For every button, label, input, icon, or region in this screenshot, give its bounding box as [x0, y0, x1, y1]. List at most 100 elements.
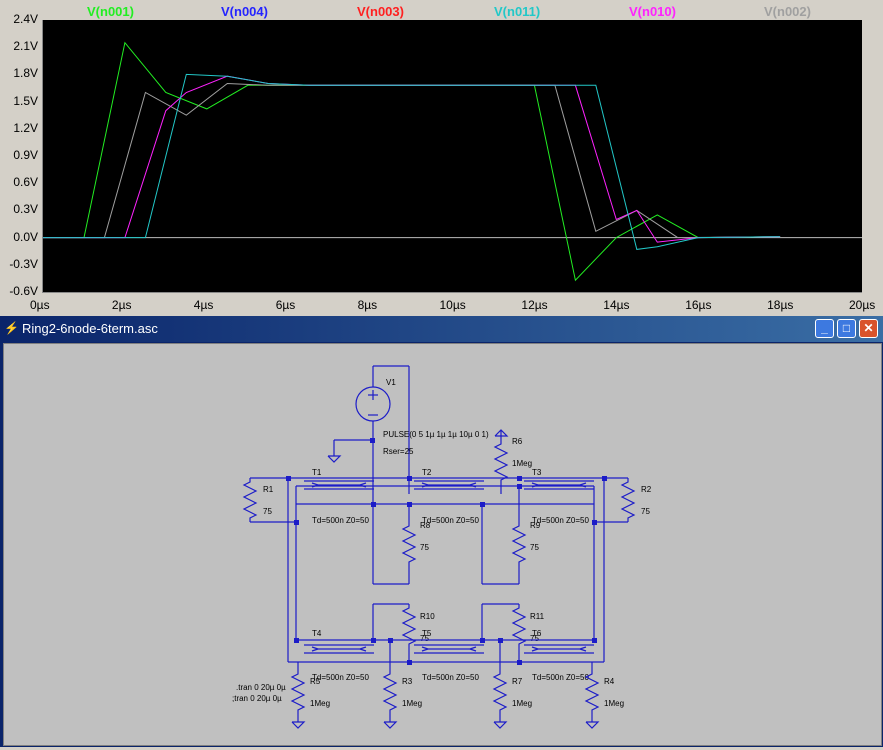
r8-label: R8	[420, 521, 431, 530]
schematic-app-icon: ⚡	[4, 321, 19, 335]
series-line-vn002	[43, 82, 781, 239]
trace-label-n010[interactable]: V(n010)	[629, 4, 676, 19]
y-tick-label: 0.9V	[13, 148, 38, 162]
rser-spec[interactable]: Rser=25	[383, 447, 414, 456]
tline-t4[interactable]	[303, 644, 375, 654]
resistor-r2[interactable]	[621, 477, 635, 523]
trace-label-n003[interactable]: V(n003)	[357, 4, 404, 19]
tline-t6[interactable]	[523, 644, 595, 654]
voltage-source-v1[interactable]: V1	[355, 365, 410, 494]
y-tick-label: 1.2V	[13, 120, 38, 135]
schematic-drawing: V1 PULSE(0 5 1µ 1µ 1µ 10µ 0 1) Rser=25 R…	[232, 365, 652, 729]
ground-symbol-r3	[383, 713, 397, 729]
minimize-button[interactable]: _	[815, 319, 834, 338]
r9-value: 75	[530, 543, 539, 552]
t2-params: Td=500n Z0=50	[422, 516, 479, 525]
x-tick-label: 8µs	[357, 298, 378, 312]
resistor-r9[interactable]	[512, 521, 526, 567]
x-tick-label: 10µs	[439, 298, 466, 312]
plot-area[interactable]	[42, 20, 862, 293]
window-titlebar[interactable]: ⚡ Ring2-6node-6term.asc _ □ ✕	[0, 316, 883, 342]
ground-symbol	[327, 447, 341, 463]
resistor-r7[interactable]	[493, 669, 507, 715]
t1-label: T1	[312, 468, 322, 477]
ground-symbol-r7	[493, 713, 507, 729]
r1-value: 75	[263, 507, 272, 516]
t6-params: Td=500n Z0=50	[532, 673, 589, 682]
r2-value: 75	[641, 507, 650, 516]
resistor-r5[interactable]	[291, 669, 305, 715]
junction-dots	[286, 476, 607, 665]
tline-t5[interactable]	[413, 644, 485, 654]
r7-label: R7	[512, 677, 523, 686]
t5-params: Td=500n Z0=50	[422, 673, 479, 682]
tline-t1[interactable]	[303, 480, 375, 490]
waveform-chart	[43, 41, 862, 282]
tran-comment[interactable]: ;tran 0 20µ 0µ	[232, 694, 282, 703]
y-tick-label: 1.5V	[13, 93, 38, 108]
t3-label: T3	[532, 468, 542, 477]
r11-label: R11	[530, 612, 545, 621]
close-button[interactable]: ✕	[859, 319, 878, 338]
t5-label: T5	[422, 629, 432, 638]
x-tick-label: 14µs	[603, 298, 630, 312]
schematic-canvas[interactable]: V1 PULSE(0 5 1µ 1µ 1µ 10µ 0 1) Rser=25 R…	[3, 343, 882, 746]
r10-value: 75	[420, 634, 429, 643]
r6-label: R6	[512, 437, 523, 446]
resistor-r11[interactable]	[512, 603, 526, 649]
series-line-vn011	[43, 73, 781, 250]
r9-label: R9	[530, 521, 541, 530]
resistor-r8[interactable]	[402, 521, 416, 567]
trace-label-n002[interactable]: V(n002)	[764, 4, 811, 19]
resistor-r1[interactable]	[243, 477, 257, 523]
maximize-button[interactable]: □	[837, 319, 856, 338]
schematic-window: ⚡ Ring2-6node-6term.asc _ □ ✕	[0, 316, 883, 747]
tline-t2[interactable]	[413, 480, 485, 490]
x-tick-label: 20µs	[849, 298, 876, 312]
r1-label: R1	[263, 485, 274, 494]
x-tick-label: 4µs	[193, 298, 214, 312]
r8-value: 75	[420, 543, 429, 552]
t1-params: Td=500n Z0=50	[312, 516, 369, 525]
y-tick-label: -0.3V	[9, 256, 38, 271]
trace-label-n001[interactable]: V(n001)	[87, 4, 134, 19]
x-tick-label: 2µs	[111, 298, 132, 312]
pulse-spec[interactable]: PULSE(0 5 1µ 1µ 1µ 10µ 0 1)	[383, 430, 489, 439]
trace-label-n011[interactable]: V(n011)	[494, 4, 541, 19]
y-tick-label: 0.0V	[13, 229, 38, 244]
series-line-vn001	[43, 41, 781, 282]
trace-label-n004[interactable]: V(n004)	[221, 4, 268, 19]
tline-t3[interactable]	[523, 480, 595, 490]
x-tick-label: 0µs	[30, 298, 50, 312]
t2-label: T2	[422, 468, 432, 477]
t3-params: Td=500n Z0=50	[532, 516, 589, 525]
y-tick-label: 2.4V	[13, 12, 38, 26]
v1-label: V1	[386, 378, 396, 387]
resistor-r10[interactable]	[402, 603, 416, 649]
tran-directive[interactable]: .tran 0 20µ 0µ	[236, 683, 286, 692]
r10-label: R10	[420, 612, 435, 621]
r5-value: 1Meg	[310, 699, 330, 708]
ground-symbol-r5	[291, 713, 305, 729]
r2-label: R2	[641, 485, 652, 494]
t6-label: T6	[532, 629, 542, 638]
x-tick-label: 16µs	[685, 298, 712, 312]
y-tick-label: -0.6V	[9, 284, 38, 298]
resistor-r4[interactable]	[585, 669, 599, 715]
waveform-plot-pane[interactable]: V(n001) V(n004) V(n003) V(n011) V(n010) …	[0, 0, 883, 316]
r3-value: 1Meg	[402, 699, 422, 708]
y-tick-label: 1.8V	[13, 66, 38, 81]
r5-label: R5	[310, 677, 321, 686]
r3-label: R3	[402, 677, 413, 686]
x-tick-label: 12µs	[521, 298, 548, 312]
window-title: Ring2-6node-6term.asc	[22, 321, 158, 336]
t4-params: Td=500n Z0=50	[312, 673, 369, 682]
r4-label: R4	[604, 677, 615, 686]
y-tick-label: 2.1V	[13, 39, 38, 54]
r7-value: 1Meg	[512, 699, 532, 708]
resistor-r3[interactable]	[383, 669, 397, 715]
x-tick-label: 6µs	[275, 298, 296, 312]
series-line-vn010	[43, 75, 781, 243]
y-tick-label: 0.3V	[13, 202, 38, 217]
t4-label: T4	[312, 629, 322, 638]
